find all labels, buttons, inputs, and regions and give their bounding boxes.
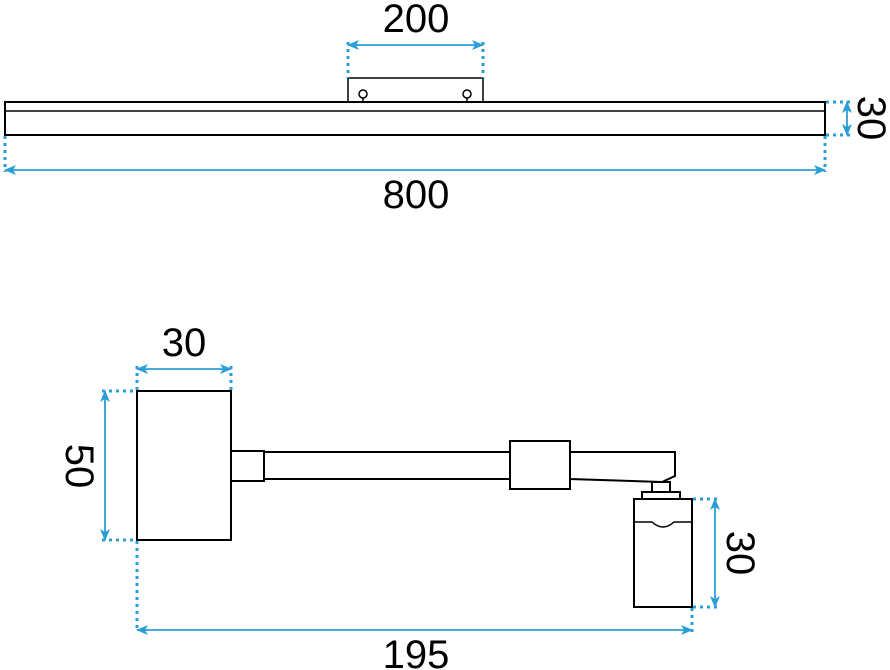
arm-tube — [263, 451, 511, 480]
head-connector — [651, 481, 671, 493]
top-view: 200 30 800 — [3, 0, 890, 217]
dimension-label-30-top: 30 — [849, 96, 890, 141]
dimension-block-height: 50 — [57, 389, 137, 542]
mount-screw-left — [358, 89, 368, 102]
lamp-bar — [4, 101, 826, 136]
dimension-bar-height: 30 — [826, 96, 890, 141]
mount-screw-right — [462, 89, 472, 102]
arm-collar — [230, 450, 265, 482]
dimension-mount-width: 200 — [346, 0, 485, 78]
dimension-total-length: 800 — [3, 136, 827, 217]
dimension-label-30-head: 30 — [718, 531, 762, 576]
dimension-head-height: 30 — [693, 497, 762, 609]
lamp-head — [633, 498, 693, 608]
head-neck — [641, 491, 681, 500]
wall-block — [136, 390, 232, 541]
dimension-label-800: 800 — [383, 173, 450, 217]
side-view: 30 50 30 195 — [57, 321, 762, 670]
lamp-head-notch — [634, 521, 692, 528]
dimension-block-width: 30 — [135, 321, 233, 391]
arm-joint — [509, 440, 571, 490]
mount-plate — [347, 77, 484, 103]
dimension-label-50: 50 — [57, 444, 101, 489]
dimension-label-30-block: 30 — [162, 321, 207, 365]
dimension-label-200: 200 — [383, 0, 450, 41]
arm-elbow — [569, 451, 676, 484]
dimension-label-195: 195 — [383, 633, 450, 670]
dimension-arm-length: 195 — [135, 541, 694, 670]
